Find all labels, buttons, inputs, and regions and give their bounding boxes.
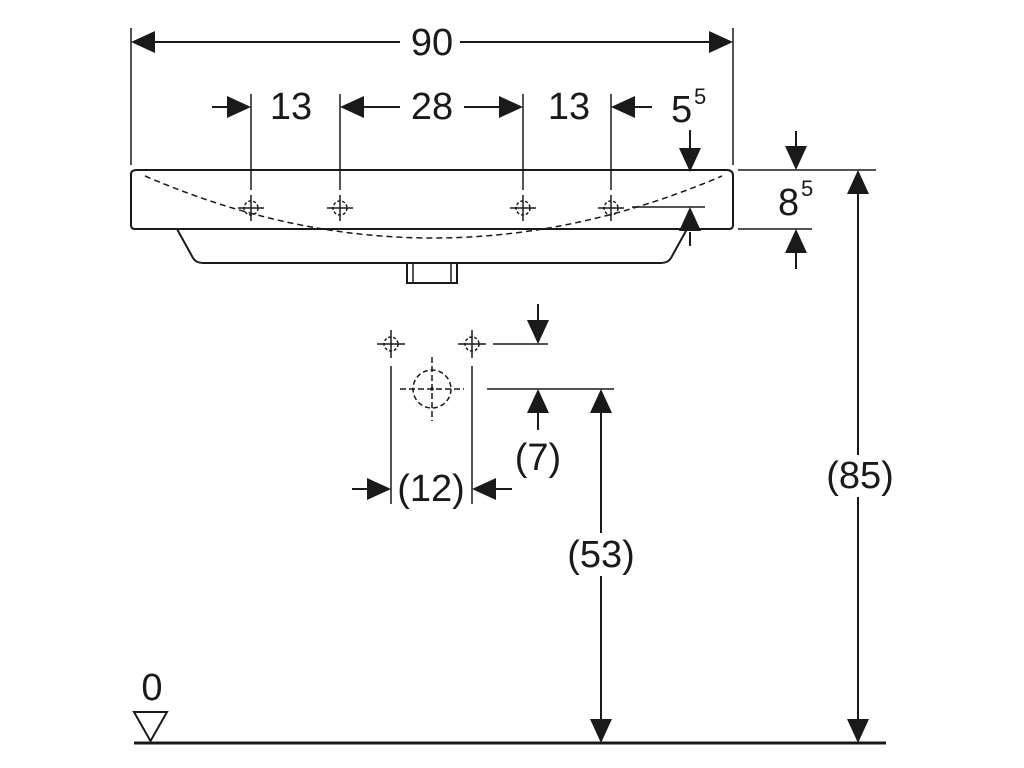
arrow-down-icon: [590, 719, 612, 743]
basin-rim: [130, 169, 734, 230]
arrow-up-icon: [847, 170, 869, 194]
waste-connection-icon: [400, 357, 464, 421]
arrow-right-icon: [227, 96, 251, 118]
arrow-up-icon: [590, 389, 612, 413]
edge-offset-label: 5: [671, 89, 692, 131]
arrow-down-icon: [785, 146, 807, 170]
arrow-down-icon: [679, 148, 701, 172]
arrow-down-icon: [527, 320, 549, 344]
tap-hole-spacing-dimensions: 13 28 13 5 5: [212, 84, 706, 246]
rough-in-connections: [377, 330, 614, 504]
rough-in-spacing-dimension: (12): [352, 468, 512, 510]
tap-hole-icon: [327, 195, 353, 221]
tap-hole-icon: [598, 195, 624, 221]
basin-underside: [176, 228, 688, 264]
overall-width-label: 90: [411, 22, 453, 64]
top-height-dimension: (85): [826, 170, 894, 743]
supply-connection-icon: [458, 330, 486, 358]
top-height-label: (85): [826, 455, 894, 497]
center-spacing-label: 28: [411, 86, 453, 128]
left-offset-label: 13: [270, 86, 312, 128]
drain-outlet: [406, 263, 458, 284]
arrow-up-icon: [679, 207, 701, 231]
drain-height-dimension: (53): [567, 389, 635, 743]
arrow-right-icon: [367, 478, 391, 500]
tap-hole-icon: [510, 195, 536, 221]
rim-height-superscript: 5: [801, 176, 813, 201]
rough-in-height-dimension: (7): [515, 304, 561, 479]
right-offset-label: 13: [548, 86, 590, 128]
overall-width-dimension: 90: [130, 22, 734, 165]
arrow-down-icon: [847, 719, 869, 743]
drain-height-label: (53): [567, 534, 635, 576]
washbasin-body: [130, 169, 734, 284]
supply-connection-icon: [377, 330, 405, 358]
arrow-left-icon: [472, 478, 496, 500]
rough-in-spacing-label: (12): [397, 468, 465, 510]
arrow-up-icon: [527, 389, 549, 413]
tap-hole-icon: [238, 195, 264, 221]
arrow-left-icon: [131, 31, 155, 53]
rough-in-height-label: (7): [515, 437, 561, 479]
arrow-up-icon: [785, 229, 807, 253]
arrow-left-icon: [611, 96, 635, 118]
arrow-left-icon: [340, 96, 364, 118]
edge-offset-superscript: 5: [694, 84, 706, 109]
floor-reference: 0: [132, 667, 886, 745]
rim-height-dimension: 8 5: [738, 131, 876, 269]
level-marker-icon: [132, 711, 169, 744]
floor-level-label: 0: [141, 667, 162, 709]
arrow-right-icon: [499, 96, 523, 118]
basin-bowl-hidden-line: [144, 175, 723, 239]
arrow-right-icon: [709, 31, 733, 53]
rim-height-label: 8: [778, 182, 799, 224]
